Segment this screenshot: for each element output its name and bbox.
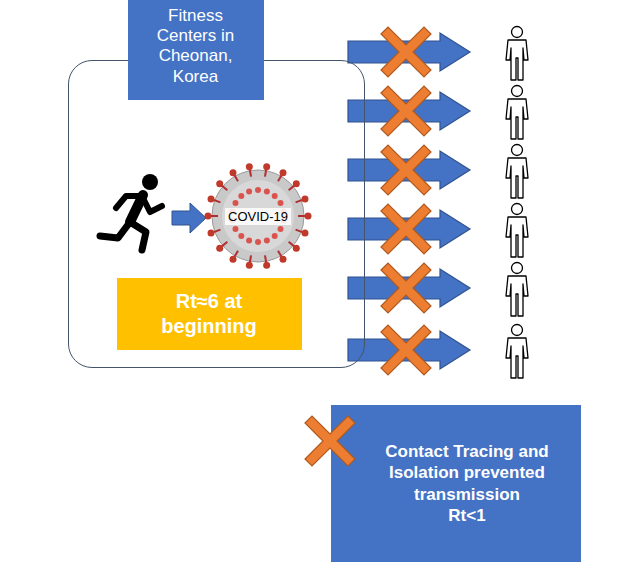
heading-box: Fitness Centers in Cheonan, Korea (128, 0, 264, 100)
outcome-box: Contact Tracing and Isolation prevented … (331, 405, 581, 562)
virus-label: COVID-19 (225, 208, 291, 225)
small-arrow (172, 203, 206, 233)
setting-region: Fitness Centers in Cheonan, KoreaRt≈6 at… (68, 60, 365, 368)
blocked-arrows (348, 27, 470, 375)
box-text: Rt≈6 at beginning (131, 289, 288, 339)
box-text: Contact Tracing and Isolation prevented … (361, 441, 573, 505)
person-icons (506, 27, 528, 379)
rt-box: Rt≈6 at beginning (117, 278, 302, 350)
box-subtext: Rt<1 (448, 505, 485, 526)
virus-image (205, 163, 312, 268)
runner-icon (100, 174, 162, 250)
